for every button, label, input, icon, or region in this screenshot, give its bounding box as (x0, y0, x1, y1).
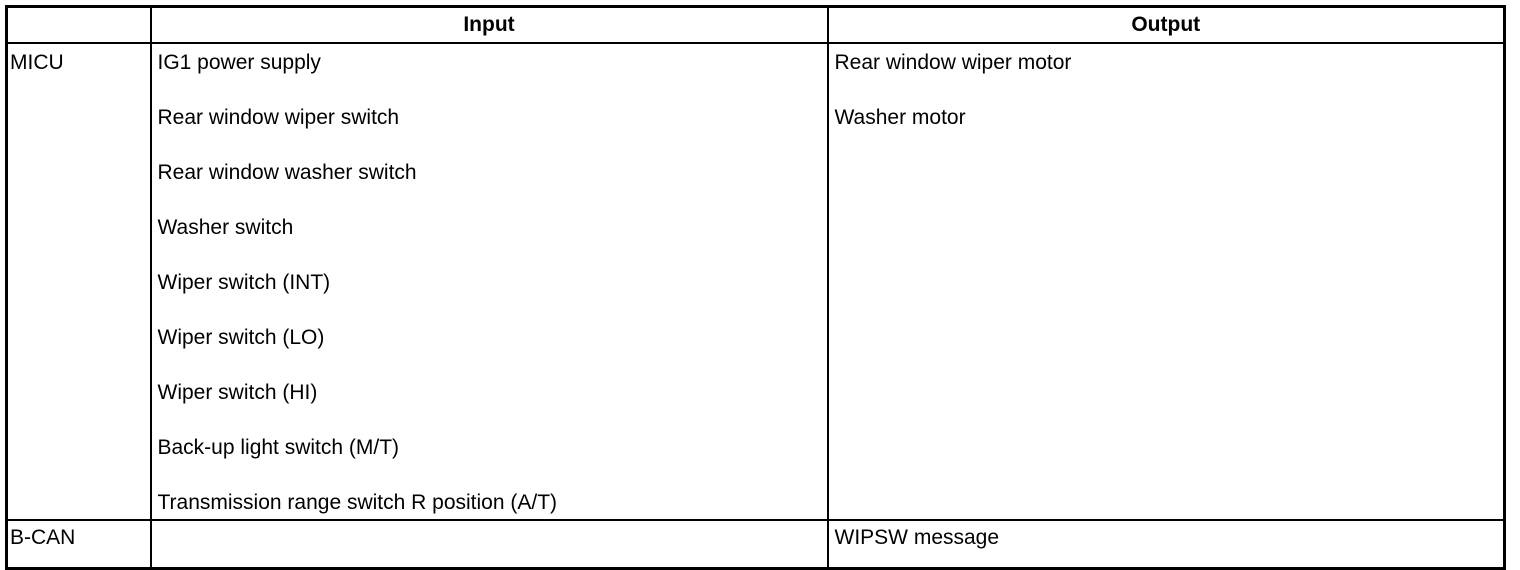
module-label: B-CAN (10, 526, 76, 549)
column-header-output: Output (826, 5, 1506, 44)
list-item: IG1 power supply (157, 51, 321, 74)
list-item: Wiper switch (INT) (157, 271, 331, 294)
list-item: Washer switch (157, 216, 294, 239)
module-cell: MICU (5, 42, 152, 521)
list-item: Transmission range switch R position (A/… (157, 491, 558, 514)
list-item: Washer motor (834, 106, 966, 129)
list-item: Wiper switch (HI) (157, 381, 318, 404)
table-row: MICU IG1 power supply Rear window wiper … (5, 42, 1506, 521)
input-output-table: Input Output MICU IG1 power supply Rear … (5, 5, 1506, 570)
list-item: Back-up light switch (M/T) (157, 436, 400, 459)
list-item: WIPSW message (834, 526, 1000, 549)
output-cell: Rear window wiper motor Washer motor (826, 42, 1506, 521)
list-item: Wiper switch (LO) (157, 326, 325, 349)
output-cell: WIPSW message (826, 519, 1506, 570)
input-item-list: IG1 power supply Rear window wiper switc… (158, 52, 827, 513)
table-header: Input Output (6, 5, 1506, 44)
list-item: Rear window wiper motor (834, 51, 1072, 74)
column-header-input: Input (149, 5, 829, 44)
list-item: Rear window washer switch (157, 161, 417, 184)
table-header-row: Input Output (6, 5, 1506, 44)
output-item-list: Rear window wiper motor Washer motor (835, 52, 1504, 128)
column-header-module (6, 5, 152, 44)
input-cell: IG1 power supply Rear window wiper switc… (149, 42, 829, 521)
module-label: MICU (10, 51, 64, 74)
module-cell: B-CAN (5, 519, 152, 570)
table-row: B-CAN WIPSW message (5, 519, 1506, 570)
list-item: Rear window wiper switch (157, 106, 400, 129)
output-item-list: WIPSW message (835, 527, 1504, 548)
table-body: MICU IG1 power supply Rear window wiper … (5, 42, 1506, 570)
input-cell (149, 519, 829, 570)
